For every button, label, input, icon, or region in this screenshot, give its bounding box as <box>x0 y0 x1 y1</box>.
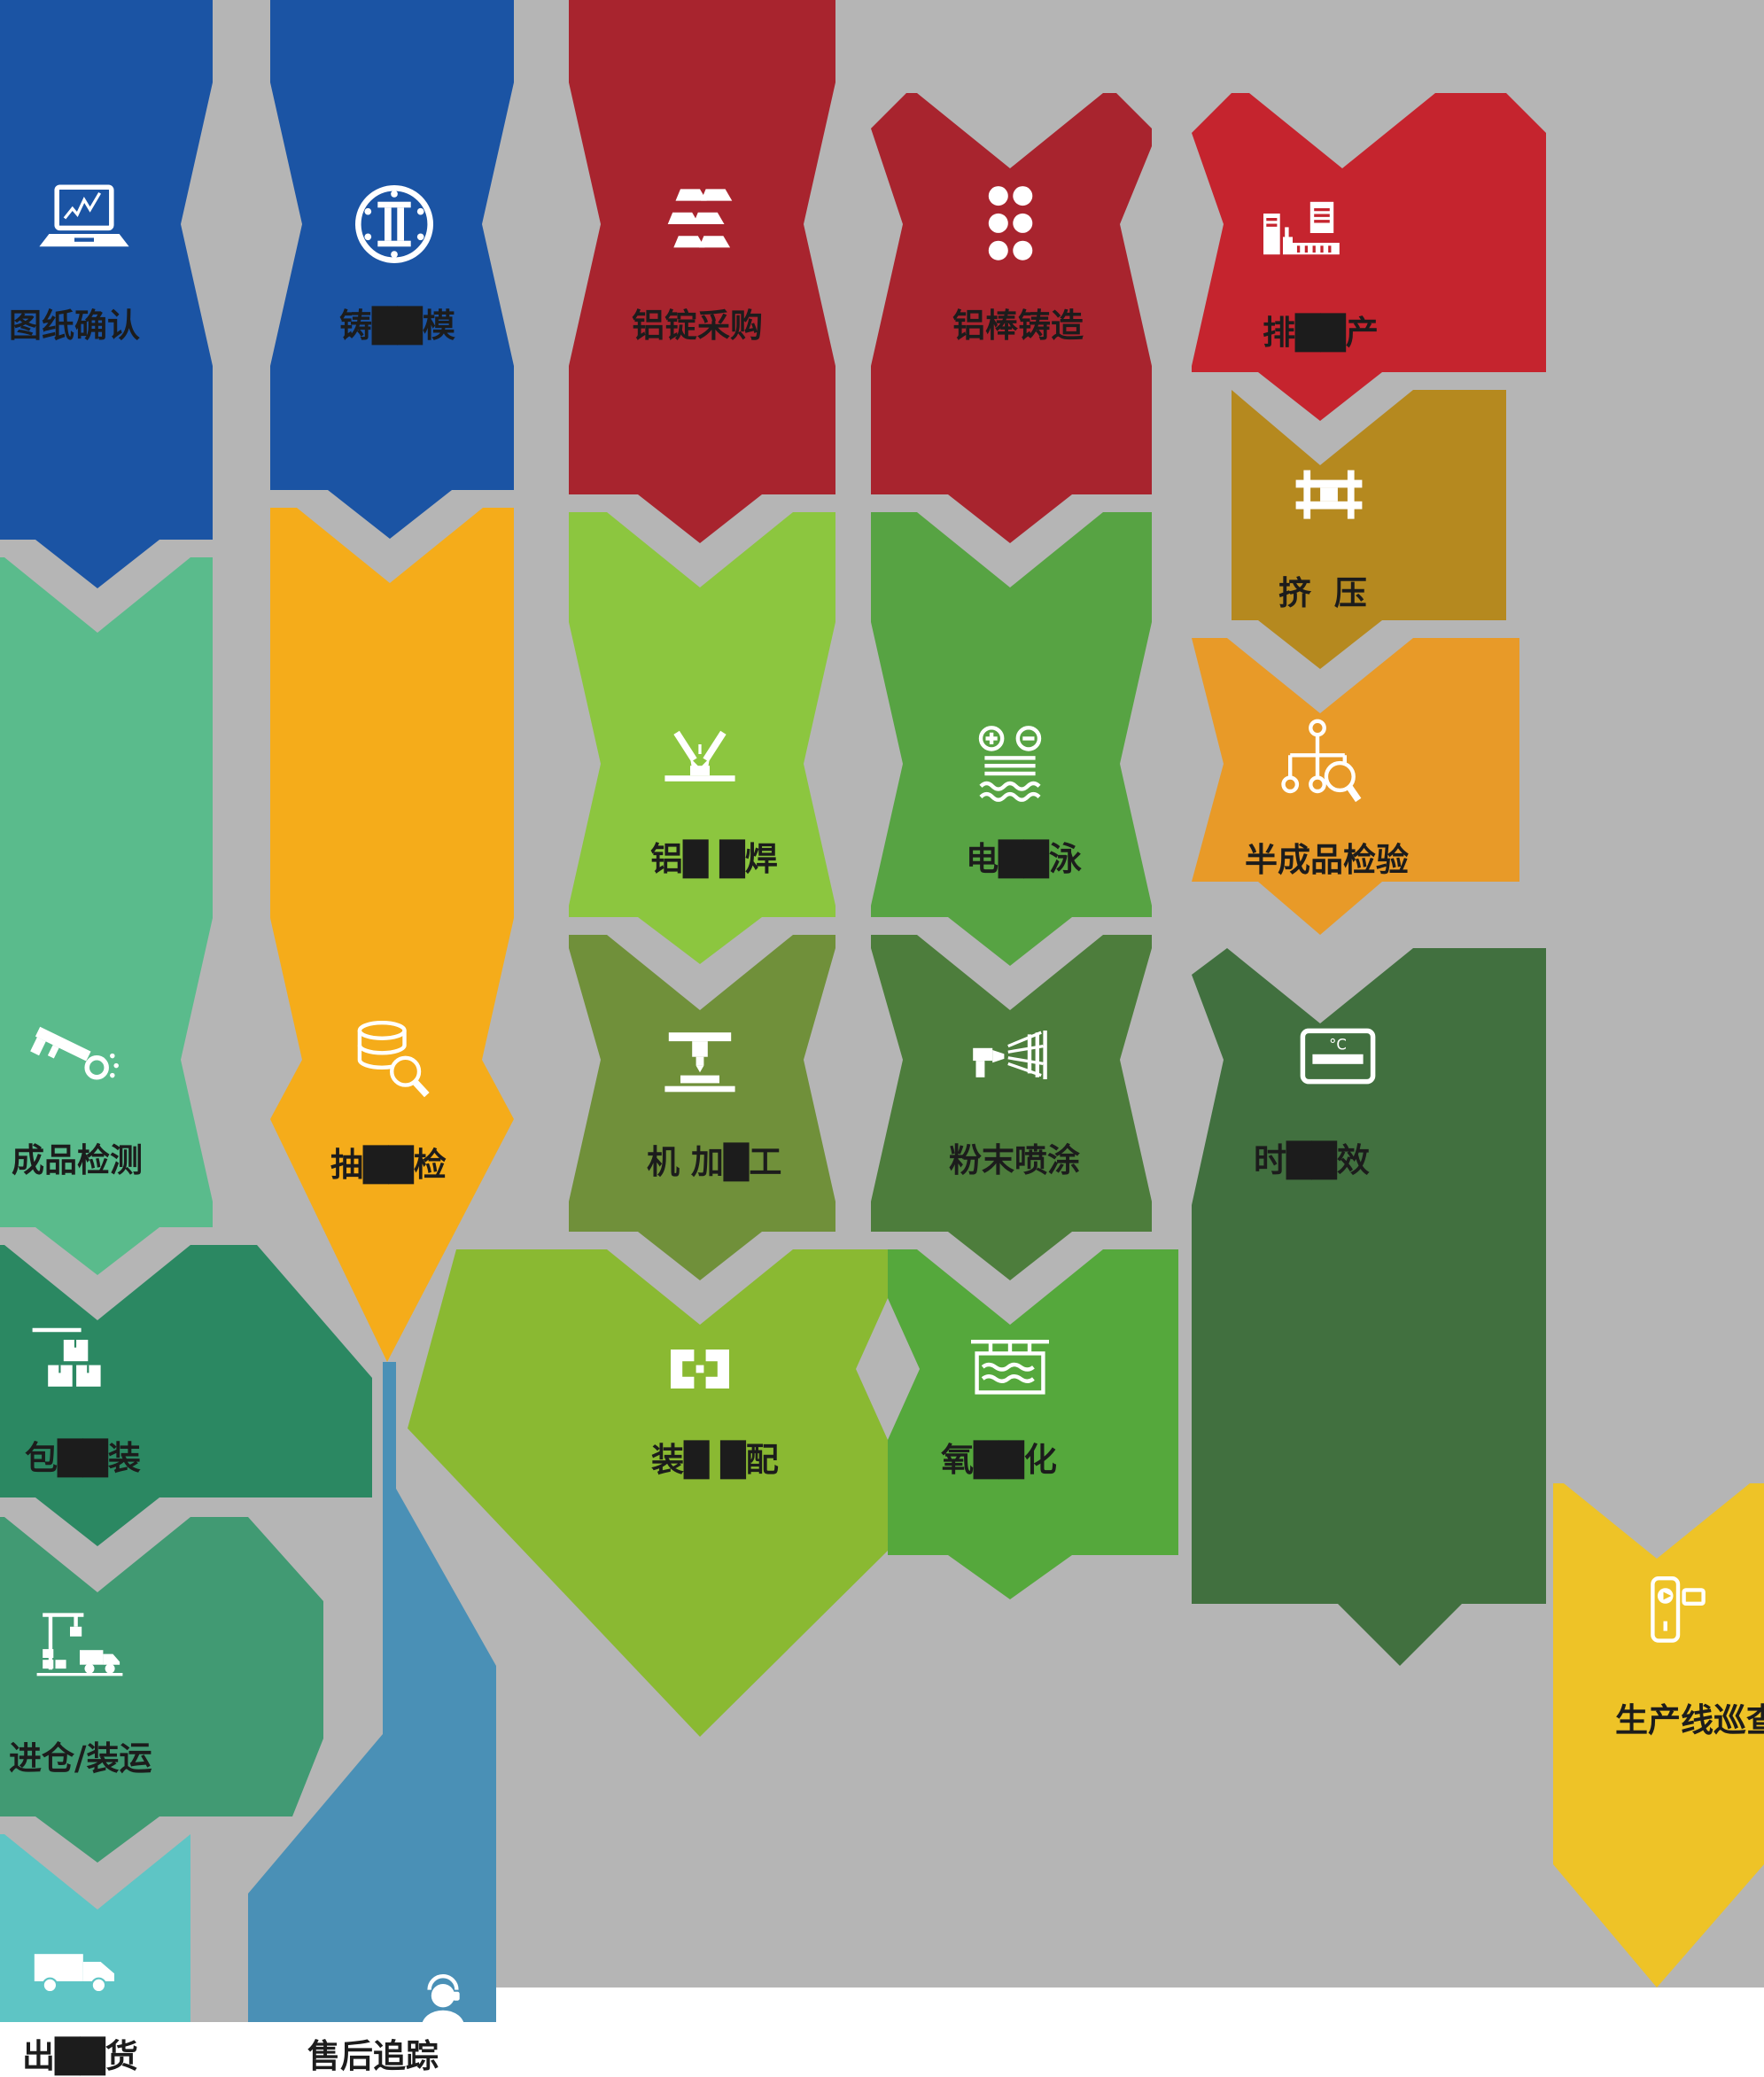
process-step-label: 半成品检验 <box>1245 841 1409 879</box>
process-step-line-patrol: 生产线巡查 <box>1553 1483 1764 1988</box>
process-step-packaging: 包██装 <box>0 1245 372 1546</box>
process-step-machining: 机 加█工 <box>569 935 835 1280</box>
process-step-anodizing: 氧██化 <box>888 1249 1178 1599</box>
process-step-electrophoresis: 电██泳 <box>871 512 1152 966</box>
powder-spray-icon <box>961 1011 1059 1109</box>
process-step-final-inspection: 成品检测 <box>0 557 213 1275</box>
patrol-recorder-icon <box>1620 1567 1717 1664</box>
process-step-label: 铝棒铸造 <box>952 307 1084 345</box>
process-step-production-scheduling: 排██产 <box>1192 93 1546 421</box>
process-step-label: 时██效 <box>1254 1141 1370 1179</box>
cnc-machining-icon <box>651 1011 749 1109</box>
extrusion-press-icon <box>1280 445 1378 542</box>
mold-disc-icon <box>346 175 443 273</box>
process-step-warehousing-shipping: 进仓/装运 <box>0 1517 323 1863</box>
process-step-label: 成品检测 <box>12 1141 143 1179</box>
process-step-label: 图纸确认 <box>9 307 140 345</box>
process-step-label: 抽██检 <box>330 1146 447 1184</box>
process-step-label: 售后追踪 <box>307 2037 439 2075</box>
process-step-drawing-confirmation: 图纸确认 <box>0 0 213 588</box>
process-step-rod-casting: 铝棒铸造 <box>871 93 1152 543</box>
process-step-aluminum-welding: 铝█ █焊 <box>569 512 835 964</box>
process-step-label: 出██货 <box>22 2037 138 2075</box>
factory-schedule-icon <box>1254 184 1351 282</box>
process-step-label: 铸██模 <box>339 307 455 345</box>
process-step-ingot-procurement: 铝锭采购 <box>569 0 835 543</box>
ingot-stack-icon <box>651 175 749 273</box>
process-step-label: 电██泳 <box>966 840 1082 878</box>
process-step-sampling-inspection: 抽██检 <box>270 508 514 1362</box>
welding-torch-icon <box>651 715 749 813</box>
aging-oven-icon: °C <box>1289 1007 1387 1105</box>
inspection-tree-icon <box>1269 713 1366 811</box>
process-step-label: 排██产 <box>1263 314 1379 352</box>
anodizing-tank-icon <box>961 1320 1059 1418</box>
process-step-aging: °C 时██效 <box>1192 948 1546 1666</box>
process-step-label: 机 加█工 <box>647 1143 782 1181</box>
caliper-inspect-icon <box>27 1011 124 1109</box>
process-step-mold-casting: 铸██模 <box>270 0 514 539</box>
assembly-parts-icon <box>651 1320 749 1418</box>
electrophoresis-icon <box>961 715 1059 813</box>
crane-truck-icon <box>31 1599 128 1697</box>
process-step-label: 铝锭采购 <box>632 307 763 345</box>
process-step-label: 进仓/装运 <box>9 1739 152 1778</box>
delivery-truck-icon <box>27 1923 124 2020</box>
packing-boxes-icon <box>27 1320 124 1418</box>
process-step-label: 装█ █配 <box>651 1441 779 1479</box>
svg-text:°C: °C <box>1329 1036 1347 1053</box>
process-step-label: 包██装 <box>25 1439 141 1477</box>
process-step-label: 铝█ █焊 <box>650 840 778 878</box>
process-step-label: 氧██化 <box>941 1441 1057 1479</box>
rod-circles-icon <box>961 175 1059 273</box>
process-step-label: 粉末喷涂 <box>949 1141 1080 1179</box>
process-step-label: 生产线巡查 <box>1615 1701 1764 1739</box>
support-agent-icon <box>394 1964 492 2022</box>
database-magnifier-icon <box>341 1011 439 1109</box>
process-step-label: 挤 压 <box>1278 574 1367 612</box>
laptop-blueprint-icon <box>35 175 133 273</box>
